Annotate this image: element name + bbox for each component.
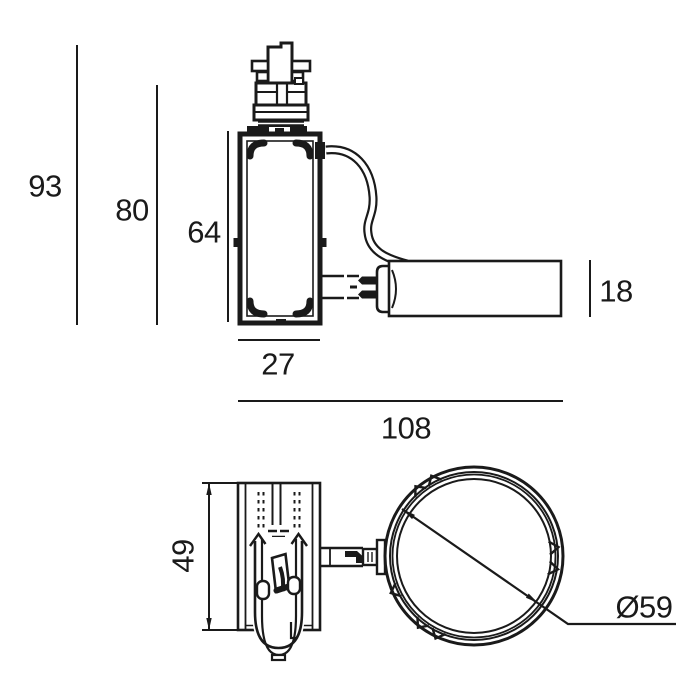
driver-assembly xyxy=(322,259,563,318)
track-adapter xyxy=(250,41,312,133)
body-corner-br xyxy=(292,297,314,318)
label-body-width: 27 xyxy=(261,347,294,382)
body-side-nub-right xyxy=(322,238,327,247)
body-corner-tr xyxy=(292,139,314,160)
top-arm-connector-lines xyxy=(367,552,373,562)
body-side-nub-left xyxy=(233,238,238,247)
driver-housing xyxy=(387,259,563,318)
top-arm-connector xyxy=(361,547,379,567)
body-corner-bl xyxy=(246,297,268,318)
body-top-tab-left xyxy=(247,126,264,133)
power-cable xyxy=(315,142,409,269)
dim-49-arrow-bottom xyxy=(206,618,212,630)
top-arm-clip xyxy=(345,551,363,563)
yoke-top-chevrons xyxy=(249,531,308,547)
cable-core xyxy=(325,147,408,267)
adapter-tab-left xyxy=(250,59,270,73)
top-view: 49 Ø59 xyxy=(166,465,676,662)
top-dimension-labels: 49 Ø59 xyxy=(166,539,674,625)
lamp-head xyxy=(383,465,676,647)
top-arm xyxy=(320,538,387,576)
top-center-channel xyxy=(271,483,282,525)
dim-49-extensions xyxy=(202,482,238,631)
head-ring-3 xyxy=(391,473,557,639)
driver-end-cap xyxy=(375,264,392,314)
adapter-mid-block xyxy=(254,81,308,107)
arm-lines xyxy=(322,274,344,300)
top-yoke xyxy=(249,531,308,662)
label-overall-height: 93 xyxy=(28,169,61,204)
head-inner-ring xyxy=(396,478,552,634)
diameter-leader-line xyxy=(401,508,676,626)
diameter-arrow-start xyxy=(402,509,415,520)
top-arm-lines xyxy=(320,546,363,568)
yoke-ear-left xyxy=(255,579,271,601)
label-body-depth: 49 xyxy=(166,539,201,572)
top-body-inner-walls xyxy=(244,483,314,630)
head-ring-2 xyxy=(389,471,559,641)
adapter-tab-left-2 xyxy=(255,70,270,83)
depth-dimension xyxy=(202,482,238,631)
adapter-tab-right xyxy=(290,59,312,73)
yoke-ear-right xyxy=(286,575,302,596)
label-driver-height: 18 xyxy=(599,274,632,309)
label-track-height: 80 xyxy=(115,193,149,228)
label-head-diameter: Ø59 xyxy=(615,590,672,625)
diameter-arrow-end xyxy=(525,593,538,603)
body-corner-tl xyxy=(246,139,268,160)
body-top-tab-right xyxy=(290,126,307,133)
label-overall-width: 108 xyxy=(381,411,431,446)
top-hidden-lines xyxy=(257,492,301,531)
plug-pin-bottom xyxy=(358,290,377,299)
body-outline xyxy=(237,131,323,326)
head-outer-ring xyxy=(383,465,565,647)
front-view: 93 80 64 18 27 108 xyxy=(28,41,633,446)
body-bottom-notch xyxy=(276,319,286,324)
tilt-lever-foot xyxy=(273,583,292,594)
driver-cap-arc xyxy=(391,269,397,309)
arm-dashes xyxy=(347,274,359,300)
front-dimension-labels: 93 80 64 18 27 108 xyxy=(28,169,633,446)
adapter-slot xyxy=(275,83,289,105)
label-body-height: 64 xyxy=(187,215,221,250)
yoke-stem-silhouette xyxy=(262,600,296,657)
cable-gland xyxy=(315,142,325,159)
adapter-stem xyxy=(266,41,294,88)
head-clip-marks xyxy=(389,474,561,641)
fixture-body xyxy=(233,126,327,326)
body-inner-frame xyxy=(246,140,314,317)
yoke-bottom-hook xyxy=(289,622,297,640)
adapter-foot-left xyxy=(260,127,269,133)
yoke-outer xyxy=(253,541,304,650)
body-top-tab-center xyxy=(275,128,284,133)
plug-pin-top xyxy=(358,276,377,285)
yoke-bottom-nub xyxy=(270,653,287,662)
adapter-notch xyxy=(294,77,304,85)
dim-49-arrow-top xyxy=(206,483,212,495)
front-dimension-lines xyxy=(76,45,591,402)
